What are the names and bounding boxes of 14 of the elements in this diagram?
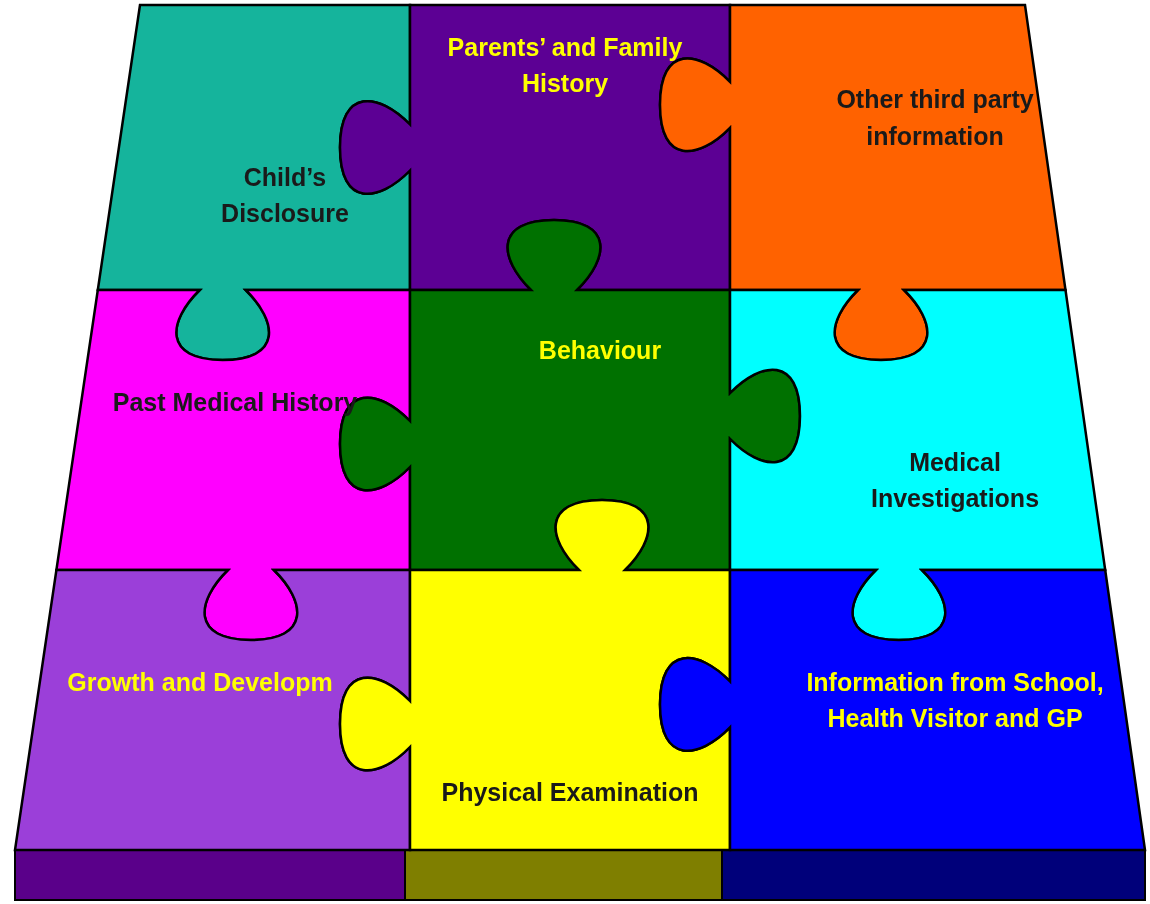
piece-label: Information from School, Health Visitor and GP [805,666,1105,734]
piece-label: Past Medical History [112,387,358,419]
piece-label: Parents’ and Family History [446,31,684,99]
puzzle-piece [13,568,412,852]
puzzle-piece [96,3,412,362]
piece-label: Medical Investigations [869,446,1041,514]
piece-label: Other third party information [835,84,1035,152]
puzzle-piece [338,498,732,852]
piece-label: Behaviour [538,335,662,367]
puzzle-piece [55,288,412,642]
piece-label: Child’s Disclosure [220,161,350,229]
piece-label: Growth and Developm [67,667,333,699]
puzzle-piece [728,288,1107,642]
piece-label: Physical Examination [441,777,699,809]
